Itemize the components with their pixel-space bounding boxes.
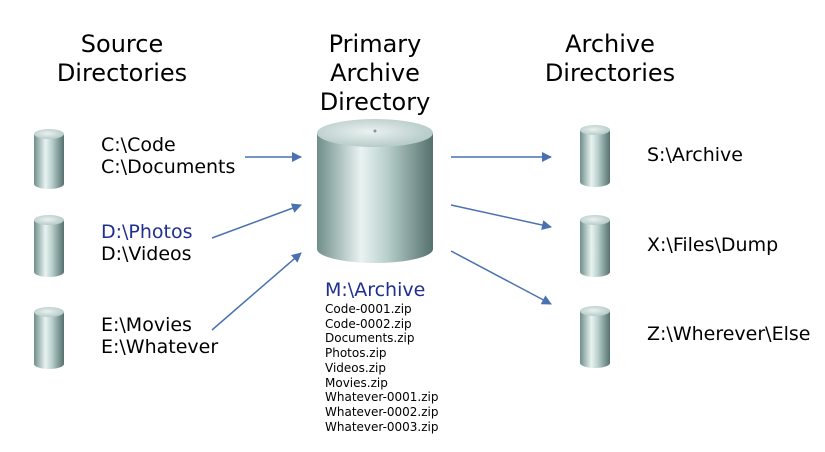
archive-drive-icon-s <box>580 125 610 187</box>
primary-drive-icon <box>317 119 433 263</box>
heading-line: Directories <box>56 59 188 87</box>
file-item: Documents.zip <box>325 331 415 346</box>
source-d-label: D:\Photos D:\Videos <box>101 221 193 265</box>
source-drive-icon-c <box>34 129 64 189</box>
heading-line: Primary <box>328 30 422 58</box>
heading-source-directories: Source Directories <box>52 30 192 88</box>
source-drive-icon-d <box>34 215 64 277</box>
source-path: E:\Movies <box>101 314 192 336</box>
source-path: C:\Code <box>101 134 176 156</box>
heading-line: Directories <box>544 59 676 87</box>
heading-line: Archive <box>565 30 655 58</box>
heading-line: Source <box>80 30 164 58</box>
file-item: Whatever-0002.zip <box>325 404 439 419</box>
heading-archive-directories: Archive Directories <box>540 30 680 88</box>
primary-archive-path: M:\Archive <box>325 279 426 301</box>
source-path: D:\Videos <box>101 243 192 265</box>
heading-line: Directory <box>319 88 431 116</box>
archive-x-label: X:\Files\Dump <box>647 234 779 256</box>
source-e-label: E:\Movies E:\Whatever <box>101 314 218 358</box>
file-item: Code-0002.zip <box>325 316 412 331</box>
heading-primary-archive-directory: Primary Archive Directory <box>305 30 445 117</box>
source-c-label: C:\Code C:\Documents <box>101 134 235 178</box>
source-drive-icon-e <box>34 307 64 369</box>
archive-z-label: Z:\Wherever\Else <box>647 323 811 345</box>
file-item: Videos.zip <box>325 360 386 375</box>
file-item: Movies.zip <box>325 375 388 390</box>
file-item: Photos.zip <box>325 346 387 361</box>
arrow-d-to-primary <box>211 203 302 239</box>
primary-archive-file-list: Code-0001.zip Code-0002.zip Documents.zi… <box>325 302 439 434</box>
arrow-primary-to-x <box>450 204 552 230</box>
archive-s-label: S:\Archive <box>647 144 743 166</box>
arrow-e-to-primary <box>211 252 302 331</box>
archive-drive-icon-x <box>580 215 610 277</box>
source-path: E:\Whatever <box>101 336 219 358</box>
arrow-primary-to-z <box>450 250 552 305</box>
file-item: Whatever-0003.zip <box>325 419 439 434</box>
heading-line: Archive <box>330 59 420 87</box>
file-item: Whatever-0001.zip <box>325 390 439 405</box>
file-item: Code-0001.zip <box>325 302 412 316</box>
source-path: D:\Photos <box>101 221 193 243</box>
archive-drive-icon-z <box>580 306 610 368</box>
source-path: C:\Documents <box>101 156 236 178</box>
